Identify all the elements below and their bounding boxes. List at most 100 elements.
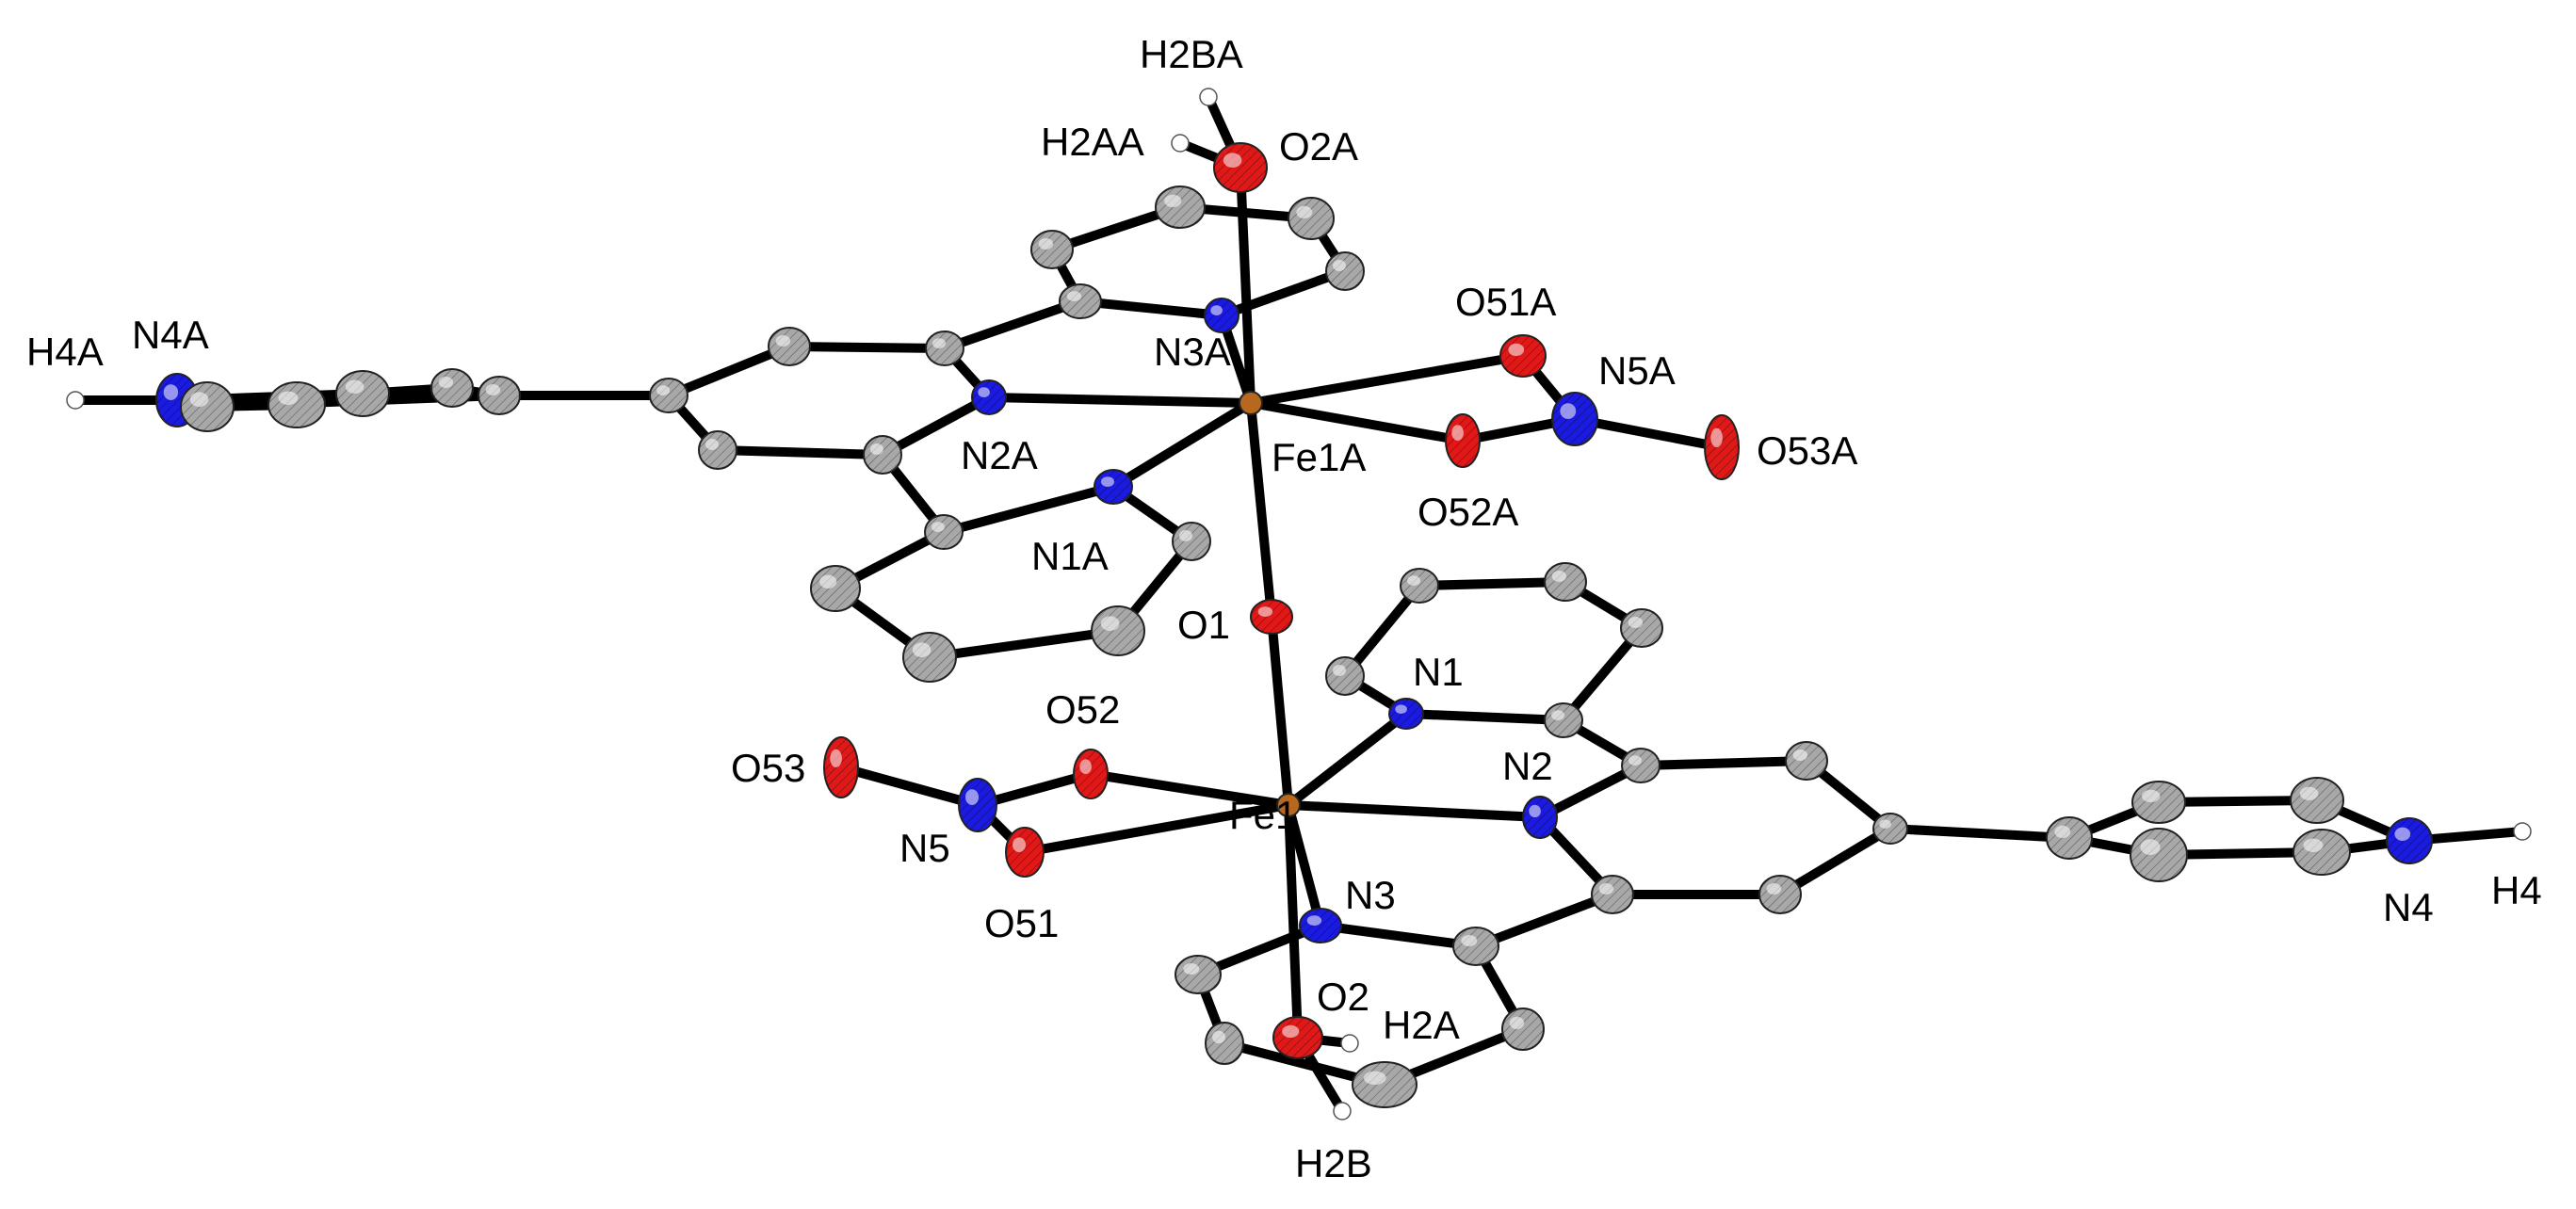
atom-C4A <box>810 565 861 612</box>
bond-Fe1-O2 <box>1284 800 1303 1042</box>
atom-label-O2A: O2A <box>1279 124 1358 169</box>
atom-C16A <box>478 376 521 415</box>
atom-N3A <box>1204 298 1239 333</box>
atom-label-H2A: H2A <box>1383 1003 1460 1047</box>
atom-label-N3A: N3A <box>1154 330 1231 374</box>
atom-C3A <box>902 632 957 683</box>
atom-C12A <box>1030 230 1074 269</box>
atom-C2A <box>1091 605 1145 656</box>
atom-H2BA <box>1199 88 1218 106</box>
atom-label-O1: O1 <box>1177 603 1230 647</box>
bond-N3A-C15A <box>1217 266 1350 320</box>
atom-label-O2: O2 <box>1317 975 1369 1019</box>
atom-label-H4: H4 <box>2491 868 2542 912</box>
atom-label-Fe1: Fe1 <box>1229 793 1297 837</box>
bond-C11A-N3A <box>1076 297 1226 320</box>
atom-label-O52A: O52A <box>1418 490 1518 534</box>
atom-H2AA <box>1171 134 1190 153</box>
atom-label-H4A: H4A <box>26 330 104 374</box>
atom-label-H2BA: H2BA <box>1140 32 1243 76</box>
bond-Fe1-N1 <box>1284 709 1411 810</box>
atom-N5A <box>1551 392 1598 446</box>
atom-Fe1 <box>1276 793 1301 817</box>
atom-O1 <box>1250 599 1293 635</box>
atom-C14A <box>1288 197 1335 240</box>
bond-Fe1A-N2A <box>984 393 1256 408</box>
bond-C9A-C10A <box>785 342 949 353</box>
atom-label-N2: N2 <box>1502 744 1553 788</box>
atom-C11A <box>1059 283 1102 319</box>
atom-N2A <box>971 379 1007 415</box>
atom-C16 <box>2046 816 2093 860</box>
atom-C9A <box>768 327 811 366</box>
atom-C5A <box>924 514 964 550</box>
labels-layer: Fe1Fe1AO1O2O2AO51O52O53O51AO52AO53AN1N2N… <box>26 32 2542 1185</box>
bond-C6-C7 <box>1636 756 1811 770</box>
atom-H2B <box>1333 1102 1352 1120</box>
atom-N1 <box>1388 698 1424 730</box>
bond-Fe1A-O1 <box>1246 398 1276 621</box>
atom-O51 <box>1005 827 1045 878</box>
atom-N1A <box>1094 469 1133 505</box>
atom-C2 <box>1400 568 1439 604</box>
atom-N4 <box>2386 817 2433 864</box>
atom-C9 <box>1758 875 1802 914</box>
bond-N5A-O53A <box>1570 414 1726 452</box>
bond-Fe1A-O2A <box>1236 163 1256 408</box>
atom-label-H2AA: H2AA <box>1041 120 1144 164</box>
atom-label-N3: N3 <box>1345 873 1396 917</box>
atom-C17 <box>2131 781 2186 824</box>
bond-Fe1A-O51A <box>1246 351 1528 408</box>
bond-Fe1A-N1A <box>1109 398 1256 492</box>
bond-C11-N3 <box>1316 921 1481 951</box>
atom-O51A <box>1499 334 1547 378</box>
atoms-layer <box>66 88 2532 1120</box>
atom-C15A <box>1325 251 1365 291</box>
atom-C17A <box>430 368 474 408</box>
atom-H4A <box>66 391 85 410</box>
bond-Fe1-O1 <box>1267 612 1293 810</box>
atom-label-H2B: H2B <box>1295 1141 1372 1185</box>
atom-O2A <box>1213 142 1268 193</box>
atom-C11 <box>1452 927 1499 966</box>
atom-C20A <box>180 381 235 432</box>
atom-C18A <box>335 370 390 417</box>
bond-C8A-C9A <box>664 342 794 400</box>
bond-C10A-C11A <box>940 297 1085 353</box>
atom-C12 <box>1501 1008 1545 1051</box>
atom-C15 <box>1175 955 1222 994</box>
atom-label-N4A: N4A <box>132 313 209 357</box>
atom-C5 <box>1544 702 1583 738</box>
atom-C6A <box>863 435 902 475</box>
atom-H2A <box>1340 1034 1359 1053</box>
atom-N5 <box>958 778 997 832</box>
bond-C5A-N1A <box>939 482 1118 537</box>
bond-Fe1-N2 <box>1284 800 1545 822</box>
bond-C5-N1 <box>1401 709 1568 725</box>
bonds-layer <box>71 92 2527 1116</box>
atom-O53A <box>1704 414 1740 480</box>
atom-label-O52: O52 <box>1045 687 1120 732</box>
atom-C4 <box>1620 608 1663 648</box>
atom-C7 <box>1785 741 1828 781</box>
atom-C19 <box>2292 829 2351 876</box>
bond-Fe1A-O52A <box>1246 398 1467 445</box>
atom-O52A <box>1445 413 1481 468</box>
atom-O52 <box>1073 749 1109 799</box>
atom-N3 <box>1299 908 1342 943</box>
atom-C8 <box>1872 813 1908 845</box>
atom-C10A <box>925 330 964 366</box>
atom-Fe1A <box>1239 391 1263 415</box>
atom-O53 <box>823 736 859 798</box>
atom-label-N4: N4 <box>2383 885 2434 929</box>
bond-C10-C11 <box>1471 890 1617 951</box>
atom-C10 <box>1591 875 1634 914</box>
atom-label-N2A: N2A <box>961 433 1038 477</box>
bond-C6A-C7A <box>713 445 887 459</box>
atom-H4 <box>2513 822 2532 841</box>
atom-C6 <box>1621 748 1661 783</box>
atom-C3 <box>1544 562 1587 602</box>
bond-C8-C9 <box>1775 824 1895 899</box>
atom-C8A <box>649 378 689 413</box>
atom-label-O53: O53 <box>731 746 805 790</box>
